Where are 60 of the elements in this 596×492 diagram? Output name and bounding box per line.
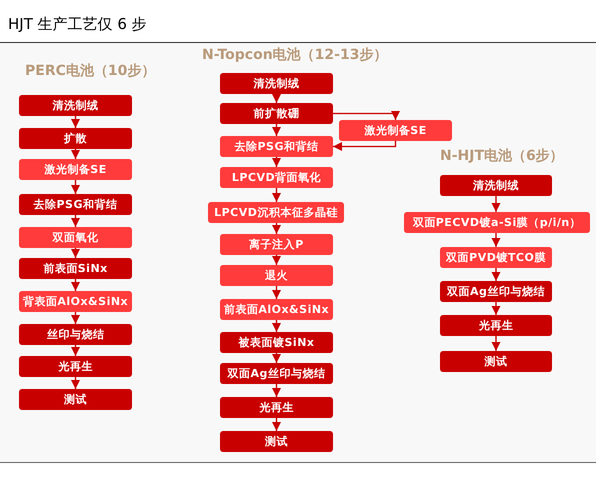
process-step: 测试 [220,431,333,452]
process-step: 测试 [19,389,132,410]
process-step: 激光制备SE [19,159,132,180]
flow-arrow [71,215,80,227]
column-heading: N-Topcon电池（12-13步） [202,48,388,62]
process-step: 双面PVD镀TCO膜 [440,247,552,268]
flow-arrow [272,255,281,265]
flow-arrow [272,157,281,167]
process-step: LPCVD沉积本征多晶硅 [208,202,344,223]
flow-arrow [333,111,400,120]
flow-arrow [71,116,80,128]
process-step: 双面Ag丝印与烧结 [220,363,333,384]
process-step: 背表面AlOx&SiNx [19,291,132,312]
process-step: 扩散 [19,128,132,149]
flow-arrow [272,188,281,202]
flow-arrow [492,268,500,281]
flow-arrow [71,180,80,194]
flow-arrow [71,345,80,356]
flow-arrow [272,286,281,299]
process-step: 清洗制绒 [19,95,132,116]
process-step: 退火 [220,265,333,286]
flow-arrow [71,312,80,324]
flow-arrow [272,320,281,332]
process-step: 光再生 [19,356,132,377]
process-step: 去除PSG和背结 [19,194,132,215]
flow-arrow [272,223,281,234]
process-step: 测试 [440,351,552,372]
process-step: 前表面AlOx&SiNx [220,299,333,320]
process-step: 丝印与烧结 [19,324,132,345]
flow-arrow [492,302,500,315]
process-step: 被表面镀SiNx [220,332,333,353]
title: HJT 生产工艺仅 6 步 [8,17,147,32]
process-step: 双面氧化 [19,227,132,248]
process-step: 光再生 [220,397,333,418]
process-step: 去除PSG和背结 [220,136,333,157]
flow-arrow [71,149,80,159]
flow-arrow [492,233,500,247]
process-step: 清洗制绒 [440,175,552,196]
flow-arrow [272,353,281,363]
process-step: 光再生 [440,315,552,336]
flow-arrow [71,377,80,389]
flow-arrow [71,279,80,291]
process-step: 离子注入P [220,234,333,255]
process-step: 双面Ag丝印与烧结 [440,281,552,302]
process-step: 前扩散硼 [220,103,333,124]
process-step: 激光制备SE [339,120,452,141]
process-step: LPCVD背面氧化 [220,167,333,188]
flow-arrow [272,384,281,397]
flow-arrow [272,94,281,103]
flow-arrow [492,196,500,212]
flow-arrow [272,124,281,136]
flow-arrow [272,418,281,431]
process-step: 清洗制绒 [220,73,333,94]
process-step: 双面PECVD镀a-Si膜（p/i/n） [404,212,590,233]
flow-arrow [333,141,396,151]
column-heading: PERC电池（10步） [25,64,156,78]
flow-arrow [71,248,80,258]
column-heading: N-HJT电池（6步） [440,149,564,163]
flow-arrow [492,336,500,351]
process-step: 前表面SiNx [19,258,132,279]
